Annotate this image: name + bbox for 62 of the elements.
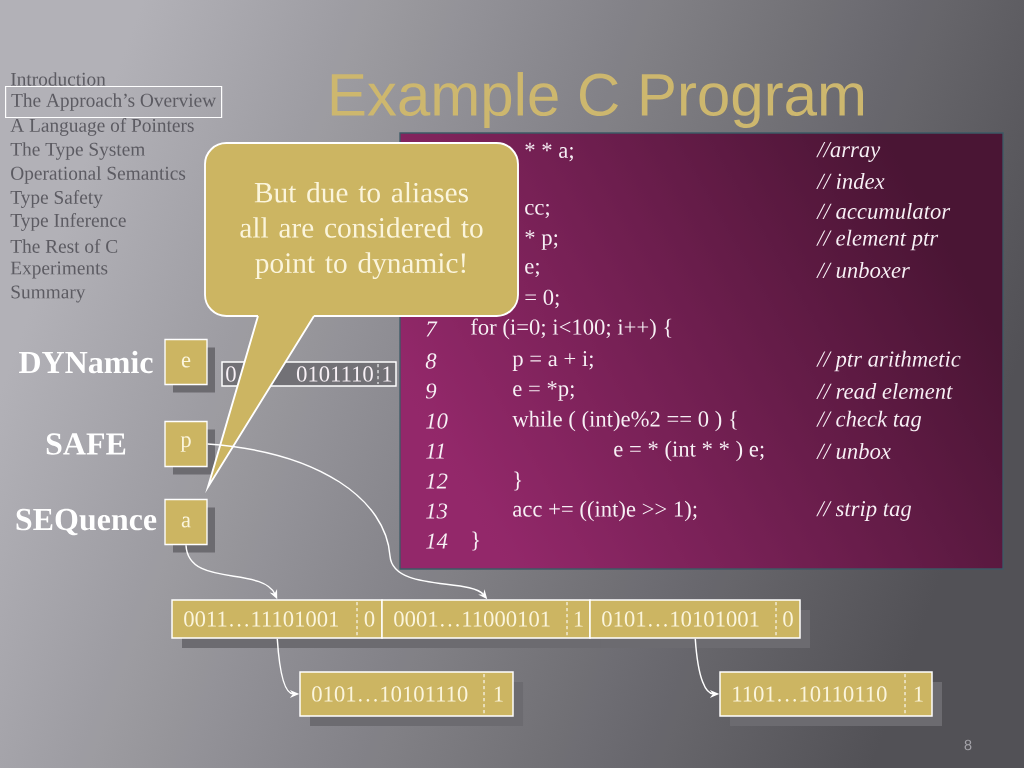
tag-bit: 0 [783, 611, 793, 627]
page-number: 8 [964, 739, 972, 751]
pointer-label: SAFE [46, 433, 126, 455]
code-comment: // check tag [816, 410, 922, 432]
line-number: 14 [426, 533, 448, 549]
code-line: = 0; [525, 289, 559, 309]
menu-item: The Rest of C [10, 239, 118, 253]
code-line: acc += ((int)e >> 1); [513, 500, 697, 522]
code-comment: // accumulator [816, 203, 951, 219]
memory-cell [589, 599, 801, 639]
cell-value: 1101…10110110 [733, 686, 887, 702]
cell-value: 0 [226, 366, 236, 382]
line-number: 11 [426, 443, 444, 459]
code-comment: // ptr arithmetic [816, 350, 961, 372]
menu-item: Type Safety [10, 190, 103, 208]
line-number: 13 [426, 503, 448, 519]
title: Example C Program [331, 72, 863, 128]
menu-item: The Type System [10, 142, 145, 160]
cell-value: 0101…10101110 [312, 686, 468, 702]
pointer-label: SEQuence [16, 508, 157, 536]
cell-value: 0011…11101001 [184, 611, 339, 627]
tag-bit: 0 [364, 611, 375, 627]
pointer-box: a [164, 498, 208, 546]
memory-cell [719, 671, 933, 717]
code-comment: // unboxer [816, 262, 910, 278]
cell-value: 0101110 [296, 366, 373, 382]
code-line: e; [525, 262, 539, 278]
code-comment: // strip tag [816, 501, 912, 521]
tag-bit: 1 [914, 686, 923, 702]
pointer-box: p [164, 420, 208, 468]
code-comment: // unbox [816, 443, 891, 459]
code-comment: // element ptr [816, 229, 939, 251]
line-number: 10 [426, 413, 448, 429]
code-line: * p; [525, 230, 558, 250]
code-line: } [514, 471, 522, 491]
line-number: 9 [425, 383, 437, 399]
selected-menu-item: The Approach’s Overview [5, 85, 223, 119]
menu-item: A Language of Pointers [10, 118, 194, 136]
menu-item: Operational Semantics [11, 166, 186, 184]
cell-value: 0101…10101001 [602, 611, 759, 627]
pointer-box: e [164, 338, 208, 386]
pointer-label: DYNamic [19, 350, 153, 374]
memory-cell [299, 671, 514, 717]
code-comment: // index [816, 173, 885, 189]
line-number: 8 [425, 353, 437, 369]
memory-cell [171, 599, 383, 639]
tag-bit: 1 [574, 611, 583, 627]
code-comment: // read element [816, 383, 953, 399]
code-line: } [472, 531, 480, 551]
menu-item: Experiments [10, 261, 108, 279]
code-comment: //array [816, 142, 881, 162]
menu-item: Summary [11, 285, 86, 303]
menu-item: Type Inference [10, 213, 126, 231]
code-line: e = * (int * * ) e; [614, 440, 764, 462]
line-number: 12 [426, 473, 448, 489]
memory-cell [381, 599, 591, 639]
tag-bit: 1 [494, 686, 503, 702]
code-line: cc; [525, 203, 549, 219]
code-line: * * a; [525, 142, 573, 162]
cell-value: 0001…11000101 [394, 611, 550, 627]
line-number: 7 [426, 321, 438, 337]
tag-bit: 1 [383, 366, 392, 382]
